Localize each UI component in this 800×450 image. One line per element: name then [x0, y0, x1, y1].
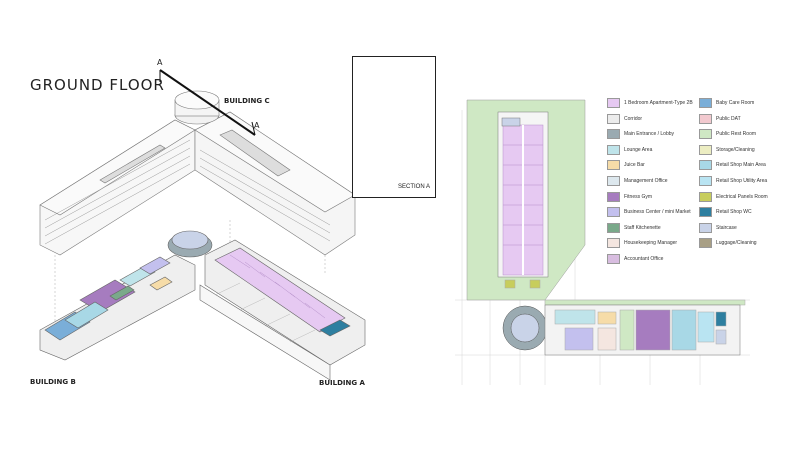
legend-swatch — [607, 160, 620, 171]
legend-item: Baby Care Room — [699, 98, 754, 108]
legend-swatch — [699, 160, 712, 171]
legend-swatch — [699, 129, 712, 140]
legend-item: Public DAT — [699, 113, 741, 124]
legend-label: 1 Bedroom Apartment-Type 2B — [624, 100, 693, 106]
legend-item: Lounge Area — [607, 144, 653, 155]
legend-label: Staircase — [716, 224, 737, 231]
legend-swatch — [699, 222, 712, 233]
legend-item: Corridor — [607, 113, 643, 124]
legend-label: Corridor — [624, 115, 643, 122]
section-a-frame — [352, 56, 436, 198]
legend-item: Business Center / mini Market — [607, 207, 691, 218]
legend-label: Lounge Area — [624, 146, 653, 153]
legend-item: Accountant Office — [607, 254, 663, 264]
legend-label: Public DAT — [716, 115, 741, 122]
legend-label: Business Center / mini Market — [624, 209, 691, 216]
legend-swatch — [607, 222, 620, 233]
legend-swatch — [607, 207, 620, 218]
legend-item: Retail Shop Utility Area — [699, 176, 767, 186]
legend-label: Baby Care Room — [716, 100, 755, 106]
legend-swatch — [607, 129, 620, 140]
legend-label: Accountant Office — [624, 256, 664, 262]
legend-item: Storage/Cleaning — [699, 144, 755, 155]
legend-swatch — [607, 144, 620, 155]
legend-item: Retail Shop WC — [699, 207, 752, 218]
legend-label: Electrical Panels Room — [716, 193, 768, 200]
cut-marker-top: A — [157, 58, 163, 67]
cut-marker-bottom: A — [254, 121, 260, 130]
legend-item: Juice Bar — [607, 160, 645, 171]
legend-item: Public Rest Room — [699, 129, 757, 140]
legend-item: Management Office — [607, 176, 668, 186]
building-b-plate — [39, 254, 196, 361]
legend-swatch — [699, 98, 712, 108]
legend-item: Fitness Gym — [607, 191, 653, 202]
legend-item: Staircase — [699, 222, 737, 233]
legend-label: Retail Shop Main Area — [716, 162, 766, 169]
legend-swatch — [607, 238, 620, 249]
legend-label: Fitness Gym — [624, 193, 653, 200]
legend-label: Management Office — [624, 178, 668, 184]
legend-label: Retail Shop WC — [716, 209, 752, 216]
legend-swatch — [699, 144, 712, 155]
page-title: GROUND FLOOR — [30, 76, 165, 94]
legend-swatch — [699, 113, 712, 124]
legend-label: Juice Bar — [624, 162, 645, 169]
legend-item: 1 Bedroom Apartment-Type 2B — [607, 98, 693, 108]
building-c-label: BUILDING C — [224, 97, 270, 105]
building-a-label: BUILDING A — [319, 379, 365, 387]
legend-label: Staff Kitchenette — [624, 224, 661, 231]
legend-label: Main Entrance / Lobby — [624, 131, 675, 138]
legend-swatch — [699, 207, 712, 218]
legend-swatch — [607, 191, 620, 202]
legend-item: Electrical Panels Room — [699, 191, 768, 202]
legend-label: Retail Shop Utility Area — [716, 178, 768, 184]
legend-swatch — [607, 113, 620, 124]
legend-swatch — [699, 191, 712, 202]
section-a-label: SECTION A — [398, 184, 431, 190]
legend-item: Luggage/Cleaning — [699, 238, 757, 249]
building-b-label: BUILDING B — [30, 378, 76, 386]
legend-swatch — [607, 254, 620, 264]
legend-label: Housekeeping Manager — [624, 240, 678, 247]
legend-swatch — [607, 176, 620, 186]
legend-swatch — [699, 176, 712, 186]
legend-label: Storage/Cleaning — [716, 146, 755, 153]
legend-item: Retail Shop Main Area — [699, 160, 766, 171]
legend-swatch — [607, 98, 620, 108]
legend-item: Main Entrance / Lobby — [607, 129, 675, 140]
legend-item: Housekeeping Manager — [607, 238, 678, 249]
legend-label: Public Rest Room — [716, 131, 757, 138]
legend-label: Luggage/Cleaning — [716, 240, 757, 247]
legend-item: Staff Kitchenette — [607, 222, 661, 233]
legend-swatch — [699, 238, 712, 249]
